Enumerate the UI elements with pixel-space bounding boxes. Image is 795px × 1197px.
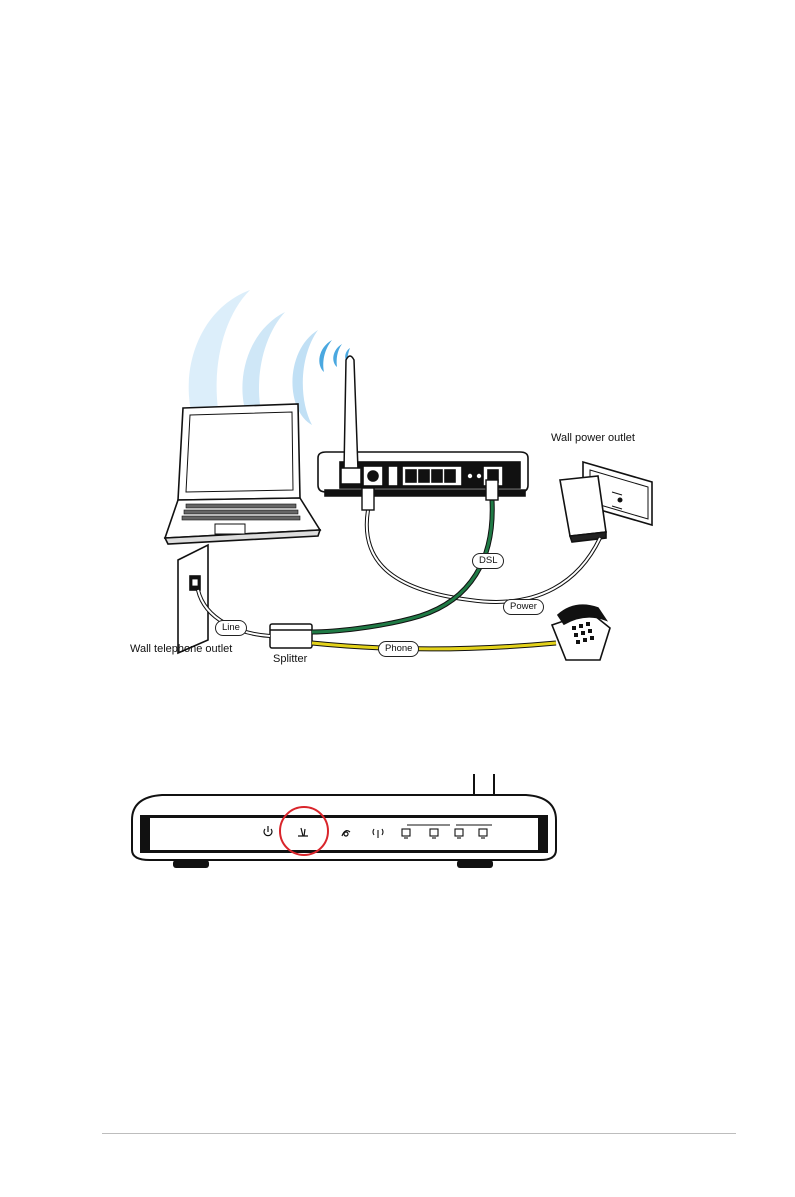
front-antenna-icon <box>474 774 494 796</box>
router-front-panel-diagram <box>0 0 795 900</box>
footer-rule <box>102 1133 736 1134</box>
